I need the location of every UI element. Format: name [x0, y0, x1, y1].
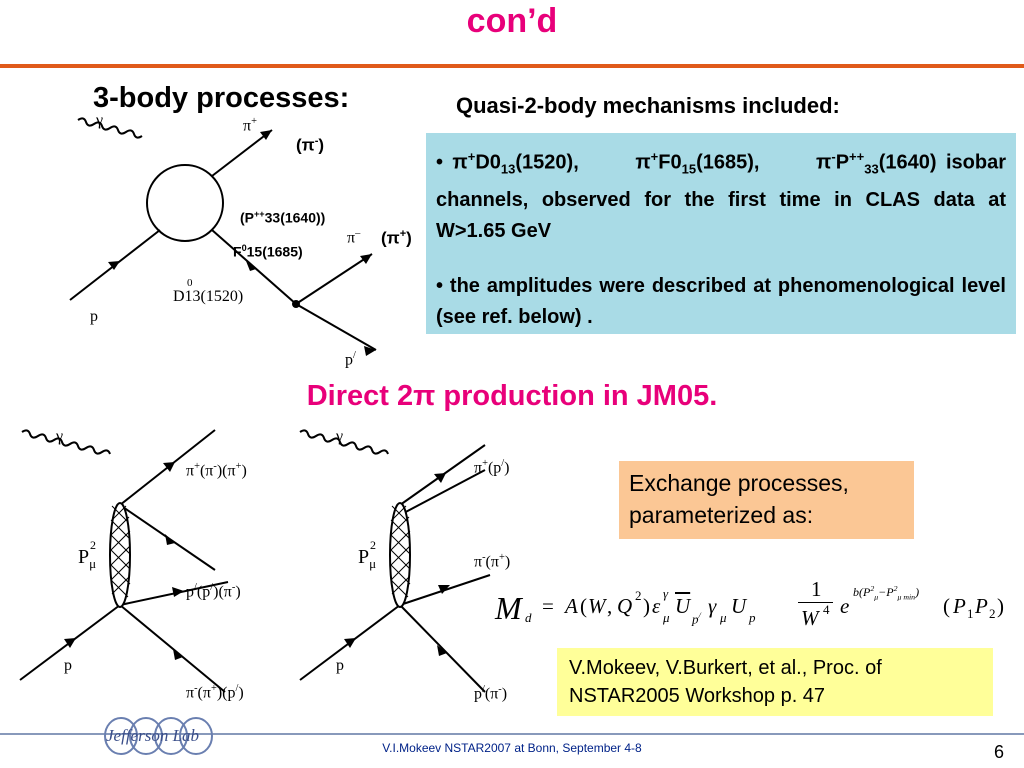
- d1-pi-plus-paren-label: (π+): [381, 228, 412, 248]
- d1-proton-in-label: p: [90, 308, 98, 325]
- page-number: 6: [994, 742, 1005, 762]
- footer-text: V.I.Mokeev NSTAR2007 at Bonn, September …: [382, 741, 642, 755]
- d1-pi-minus-paren-label: (π-): [296, 135, 325, 155]
- d1-pi-plus-label: π+: [243, 116, 257, 135]
- isobar-channels-box: • π+D013(1520), π+F015(1685), π-P++33(16…: [426, 133, 1016, 334]
- pi-plus-line: [211, 129, 273, 177]
- bullet-isobars: • π+D013(1520), π+F015(1685), π-P++33(16…: [436, 149, 1006, 242]
- d2-top-label: π+(π-)(π+): [186, 461, 247, 480]
- reference-box: V.Mokeev, V.Burkert, et al., Proc. of NS…: [557, 648, 993, 716]
- d2-vertex-superscript: 2: [90, 538, 96, 552]
- d3-gamma-label: γ: [336, 428, 344, 445]
- d1-gamma-label: γ: [96, 112, 104, 129]
- logo-text: Jefferson Lab: [106, 726, 200, 745]
- d3-bottom-label: p/(π-): [474, 684, 508, 703]
- d3-top-label: π+(p/): [474, 458, 510, 477]
- bullet-amplitudes: • the amplitudes were described at pheno…: [436, 274, 1006, 328]
- d1-pi-minus-label: π–: [347, 228, 361, 247]
- d3-vertex-superscript: 2: [370, 538, 376, 552]
- d1-d13-superscript: 0: [187, 277, 193, 289]
- photon-line: [77, 117, 143, 139]
- d3-vertex-label: Pμ: [358, 546, 377, 571]
- bullet-isobars-text: isobar channels, observed for the first …: [436, 151, 1006, 242]
- direct-2pi-heading: Direct 2π production in JM05.: [306, 380, 718, 412]
- d2-vertex-label: Pμ: [78, 546, 97, 571]
- d1-p33-label: (P++33(1640)): [240, 209, 326, 226]
- d2-proton-in-label: p: [64, 657, 72, 674]
- d1-f15-label: F015(1685): [233, 243, 303, 260]
- slide-title: con’d: [466, 2, 558, 40]
- proton-out-line: [295, 303, 377, 351]
- title-rule: [0, 64, 1024, 68]
- quasi-2body-heading: Quasi-2-body mechanisms included:: [456, 93, 840, 118]
- d13-line: [211, 229, 297, 305]
- pi-minus-line: [295, 253, 373, 305]
- vertex-blob: [146, 164, 224, 242]
- jefferson-lab-logo: Jefferson Lab: [66, 716, 266, 756]
- d2-gamma-label: γ: [56, 428, 64, 445]
- d3-middle-label: π-(π+): [474, 552, 511, 571]
- section-3body-heading: 3-body processes:: [93, 82, 350, 114]
- exchange-processes-box: Exchange processes, parameterized as:: [619, 461, 914, 539]
- amplitude-formula: M d = A ( W , Q 2 ) ε γ μ U p/ γ μ U p 1…: [495, 577, 1004, 630]
- d1-d13-label: D13(1520): [173, 288, 244, 305]
- d2-bottom-label: π-(π+)(p/): [186, 683, 244, 702]
- d1-proton-out-label: p/: [345, 350, 356, 369]
- footer-rule: [0, 733, 1024, 735]
- d3-proton-in-label: p: [336, 657, 344, 674]
- d2-middle-label: p/(p/)(π-): [186, 582, 241, 601]
